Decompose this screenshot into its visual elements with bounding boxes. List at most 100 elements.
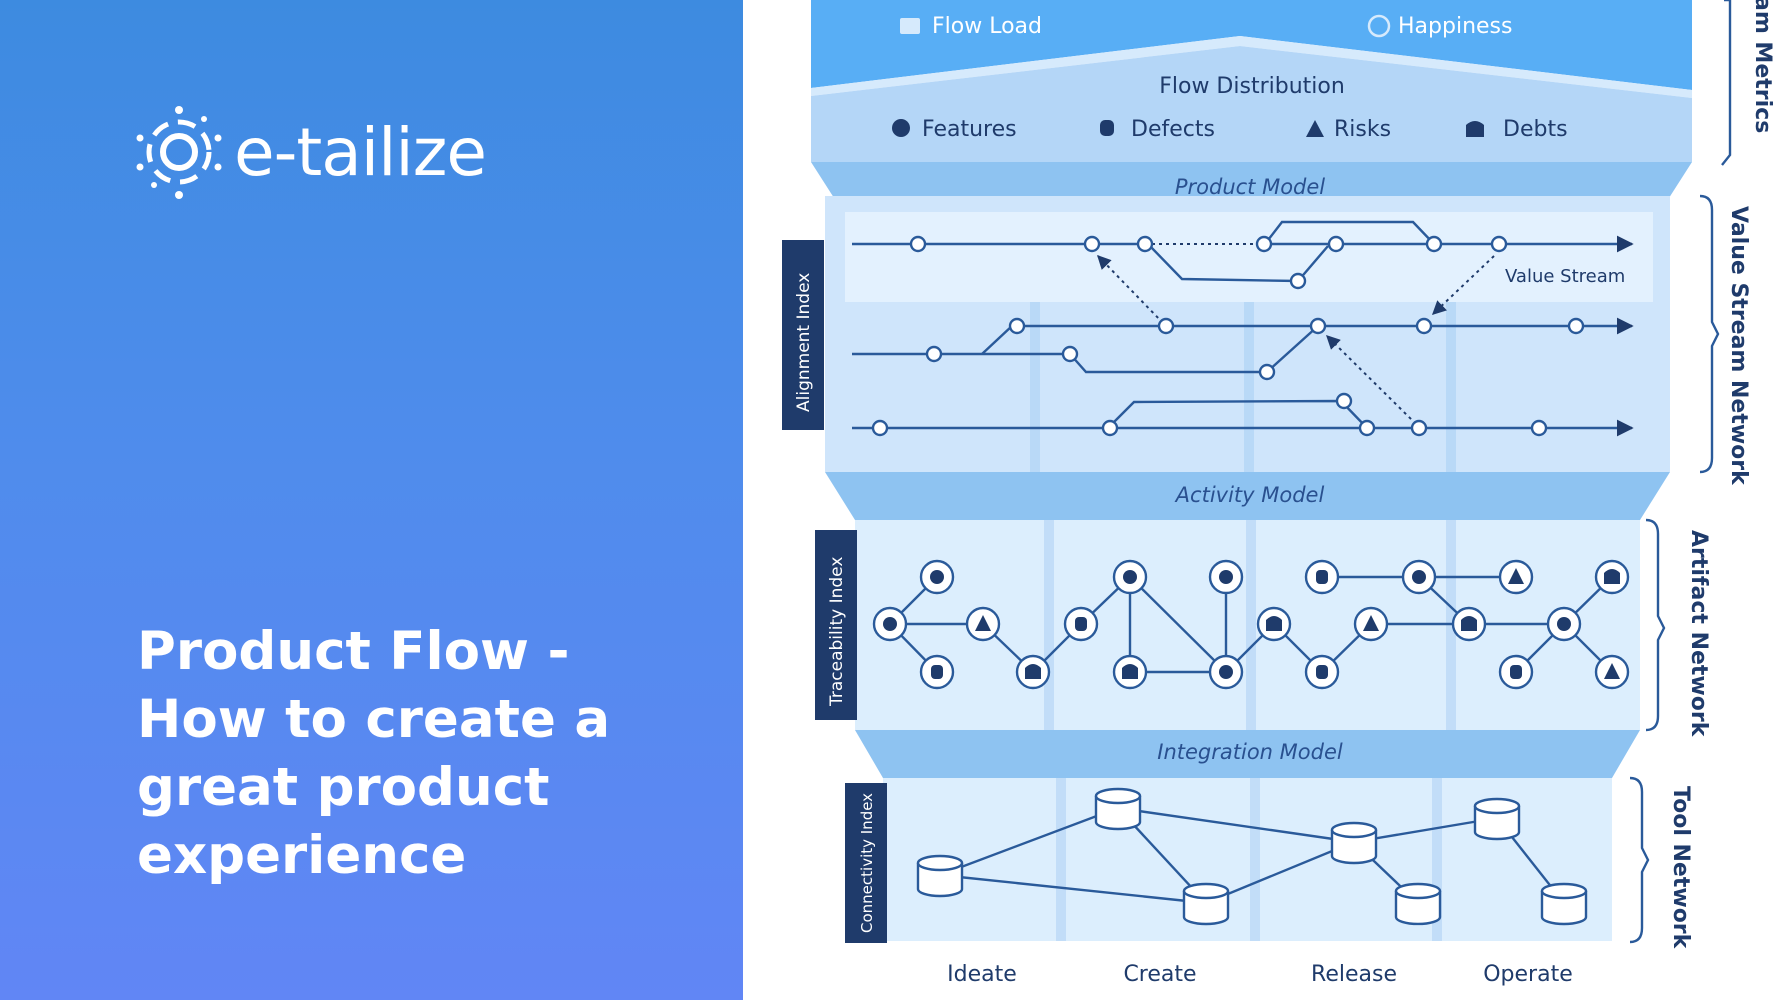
value-stream-node [1083, 235, 1101, 253]
connectivity-index-tag: Connectivity Index [845, 783, 887, 943]
defects-icon [1100, 120, 1114, 136]
side-brackets: am Metrics Value Stream Network Artifact… [1629, 0, 1775, 950]
stage-operate: Operate [1483, 962, 1573, 987]
artifact-feature-icon [1112, 559, 1148, 595]
stage-release: Release [1311, 962, 1397, 987]
tool-database-icon [916, 854, 964, 898]
tool-database-icon [1182, 882, 1230, 926]
flow-load-label: Flow Load [932, 14, 1042, 39]
tool-network-label: Tool Network [1668, 786, 1693, 950]
value-stream-node [1358, 419, 1376, 437]
artifact-defect-icon [1304, 559, 1340, 595]
artifact-feature-icon [872, 606, 908, 642]
artifact-network-panel [855, 520, 1640, 730]
happiness-label: Happiness [1398, 14, 1512, 39]
logo-gear-icon [136, 106, 222, 199]
tool-database-icon [1540, 882, 1588, 926]
value-stream-node [1255, 235, 1273, 253]
risks-label: Risks [1334, 117, 1391, 142]
stage-ideate: Ideate [947, 962, 1017, 987]
artifact-risk-icon [1353, 606, 1389, 642]
artifact-feature-icon [1546, 606, 1582, 642]
flow-load-icon [900, 18, 920, 34]
tool-database-icon [1094, 787, 1142, 831]
tool-database-icon [1473, 797, 1521, 841]
value-stream-node [871, 419, 889, 437]
debts-icon [1466, 121, 1484, 137]
headline-line: great product [137, 757, 550, 818]
value-stream-node [909, 235, 927, 253]
defects-label: Defects [1131, 117, 1215, 142]
top-metrics-header: Flow Load Happiness [811, 0, 1692, 98]
artifact-debt-icon [1256, 606, 1292, 642]
value-stream-label: Value Stream [1505, 266, 1625, 287]
alignment-index-label: Alignment Index [794, 273, 814, 412]
headline-line: experience [137, 825, 467, 886]
value-stream-node [1157, 317, 1175, 335]
features-icon [892, 119, 910, 137]
stage-create: Create [1123, 962, 1196, 987]
value-stream-node [1101, 419, 1119, 437]
brand-logo: e-tailize [134, 105, 534, 200]
traceability-index-label: Traceability Index [827, 557, 847, 707]
headline-line: How to create a [137, 689, 611, 750]
flow-framework-diagram: Flow Load Happiness Flow Distribution Fe… [782, 0, 1775, 987]
artifact-feature-icon [1208, 559, 1244, 595]
artifact-risk-icon [1594, 654, 1630, 690]
tool-network-panel [883, 778, 1612, 941]
value-stream-network-label: Value Stream Network [1726, 206, 1751, 486]
integration-model-band [855, 730, 1640, 778]
risks-icon [1306, 120, 1324, 137]
artifact-feature-icon [1401, 559, 1437, 595]
artifact-feature-icon [1208, 654, 1244, 690]
debts-label: Debts [1503, 117, 1568, 142]
value-stream-node [1425, 235, 1443, 253]
artifact-risk-icon [1498, 559, 1534, 595]
artifact-debt-icon [1451, 606, 1487, 642]
artifact-defect-icon [1304, 654, 1340, 690]
alignment-index-tag: Alignment Index [782, 240, 824, 430]
artifact-debt-icon [1594, 559, 1630, 595]
left-panel: e-tailize Product Flow - How to create a… [0, 0, 743, 1000]
value-stream-node [1567, 317, 1585, 335]
features-label: Features [922, 117, 1017, 142]
artifact-network-label: Artifact Network [1686, 530, 1711, 738]
flow-distribution-title: Flow Distribution [1159, 74, 1345, 99]
artifact-defect-icon [1498, 654, 1534, 690]
value-stream-node [1335, 392, 1353, 410]
artifact-debt-icon [1112, 654, 1148, 690]
value-stream-node [1061, 345, 1079, 363]
headline: Product Flow - How to create a great pro… [137, 618, 697, 890]
value-stream-panel: Value Stream [825, 196, 1670, 472]
artifact-defect-icon [1063, 606, 1099, 642]
happiness-icon [1367, 14, 1391, 38]
value-stream-node [1258, 363, 1276, 381]
value-stream-node [1410, 419, 1428, 437]
headline-line: Product Flow - [137, 621, 570, 682]
value-stream-node [1136, 235, 1154, 253]
activity-model-band [825, 472, 1670, 520]
value-stream-node [925, 345, 943, 363]
connectivity-index-label: Connectivity Index [858, 793, 876, 933]
value-stream-node [1008, 317, 1026, 335]
team-metrics-side-label: am Metrics [1750, 0, 1775, 133]
flow-distribution-band: Flow Distribution Features Defects Risks… [811, 46, 1692, 162]
tool-database-icon [1330, 821, 1378, 865]
stage-labels: Ideate Create Release Operate [947, 962, 1573, 987]
value-stream-node [1327, 235, 1345, 253]
tool-database-icon [1394, 882, 1442, 926]
brand-name: e-tailize [234, 114, 487, 191]
artifact-debt-icon [1015, 654, 1051, 690]
artifact-feature-icon [919, 559, 955, 595]
artifact-risk-icon [965, 606, 1001, 642]
traceability-index-tag: Traceability Index [815, 530, 857, 720]
artifact-defect-icon [919, 654, 955, 690]
value-stream-node [1530, 419, 1548, 437]
value-stream-node [1289, 272, 1307, 290]
value-stream-node [1415, 317, 1433, 335]
product-model-label: Product Model [1175, 175, 1325, 199]
integration-model-label: Integration Model [1157, 740, 1343, 764]
activity-model-label: Activity Model [1174, 483, 1325, 507]
value-stream-node [1490, 235, 1508, 253]
value-stream-node [1309, 317, 1327, 335]
